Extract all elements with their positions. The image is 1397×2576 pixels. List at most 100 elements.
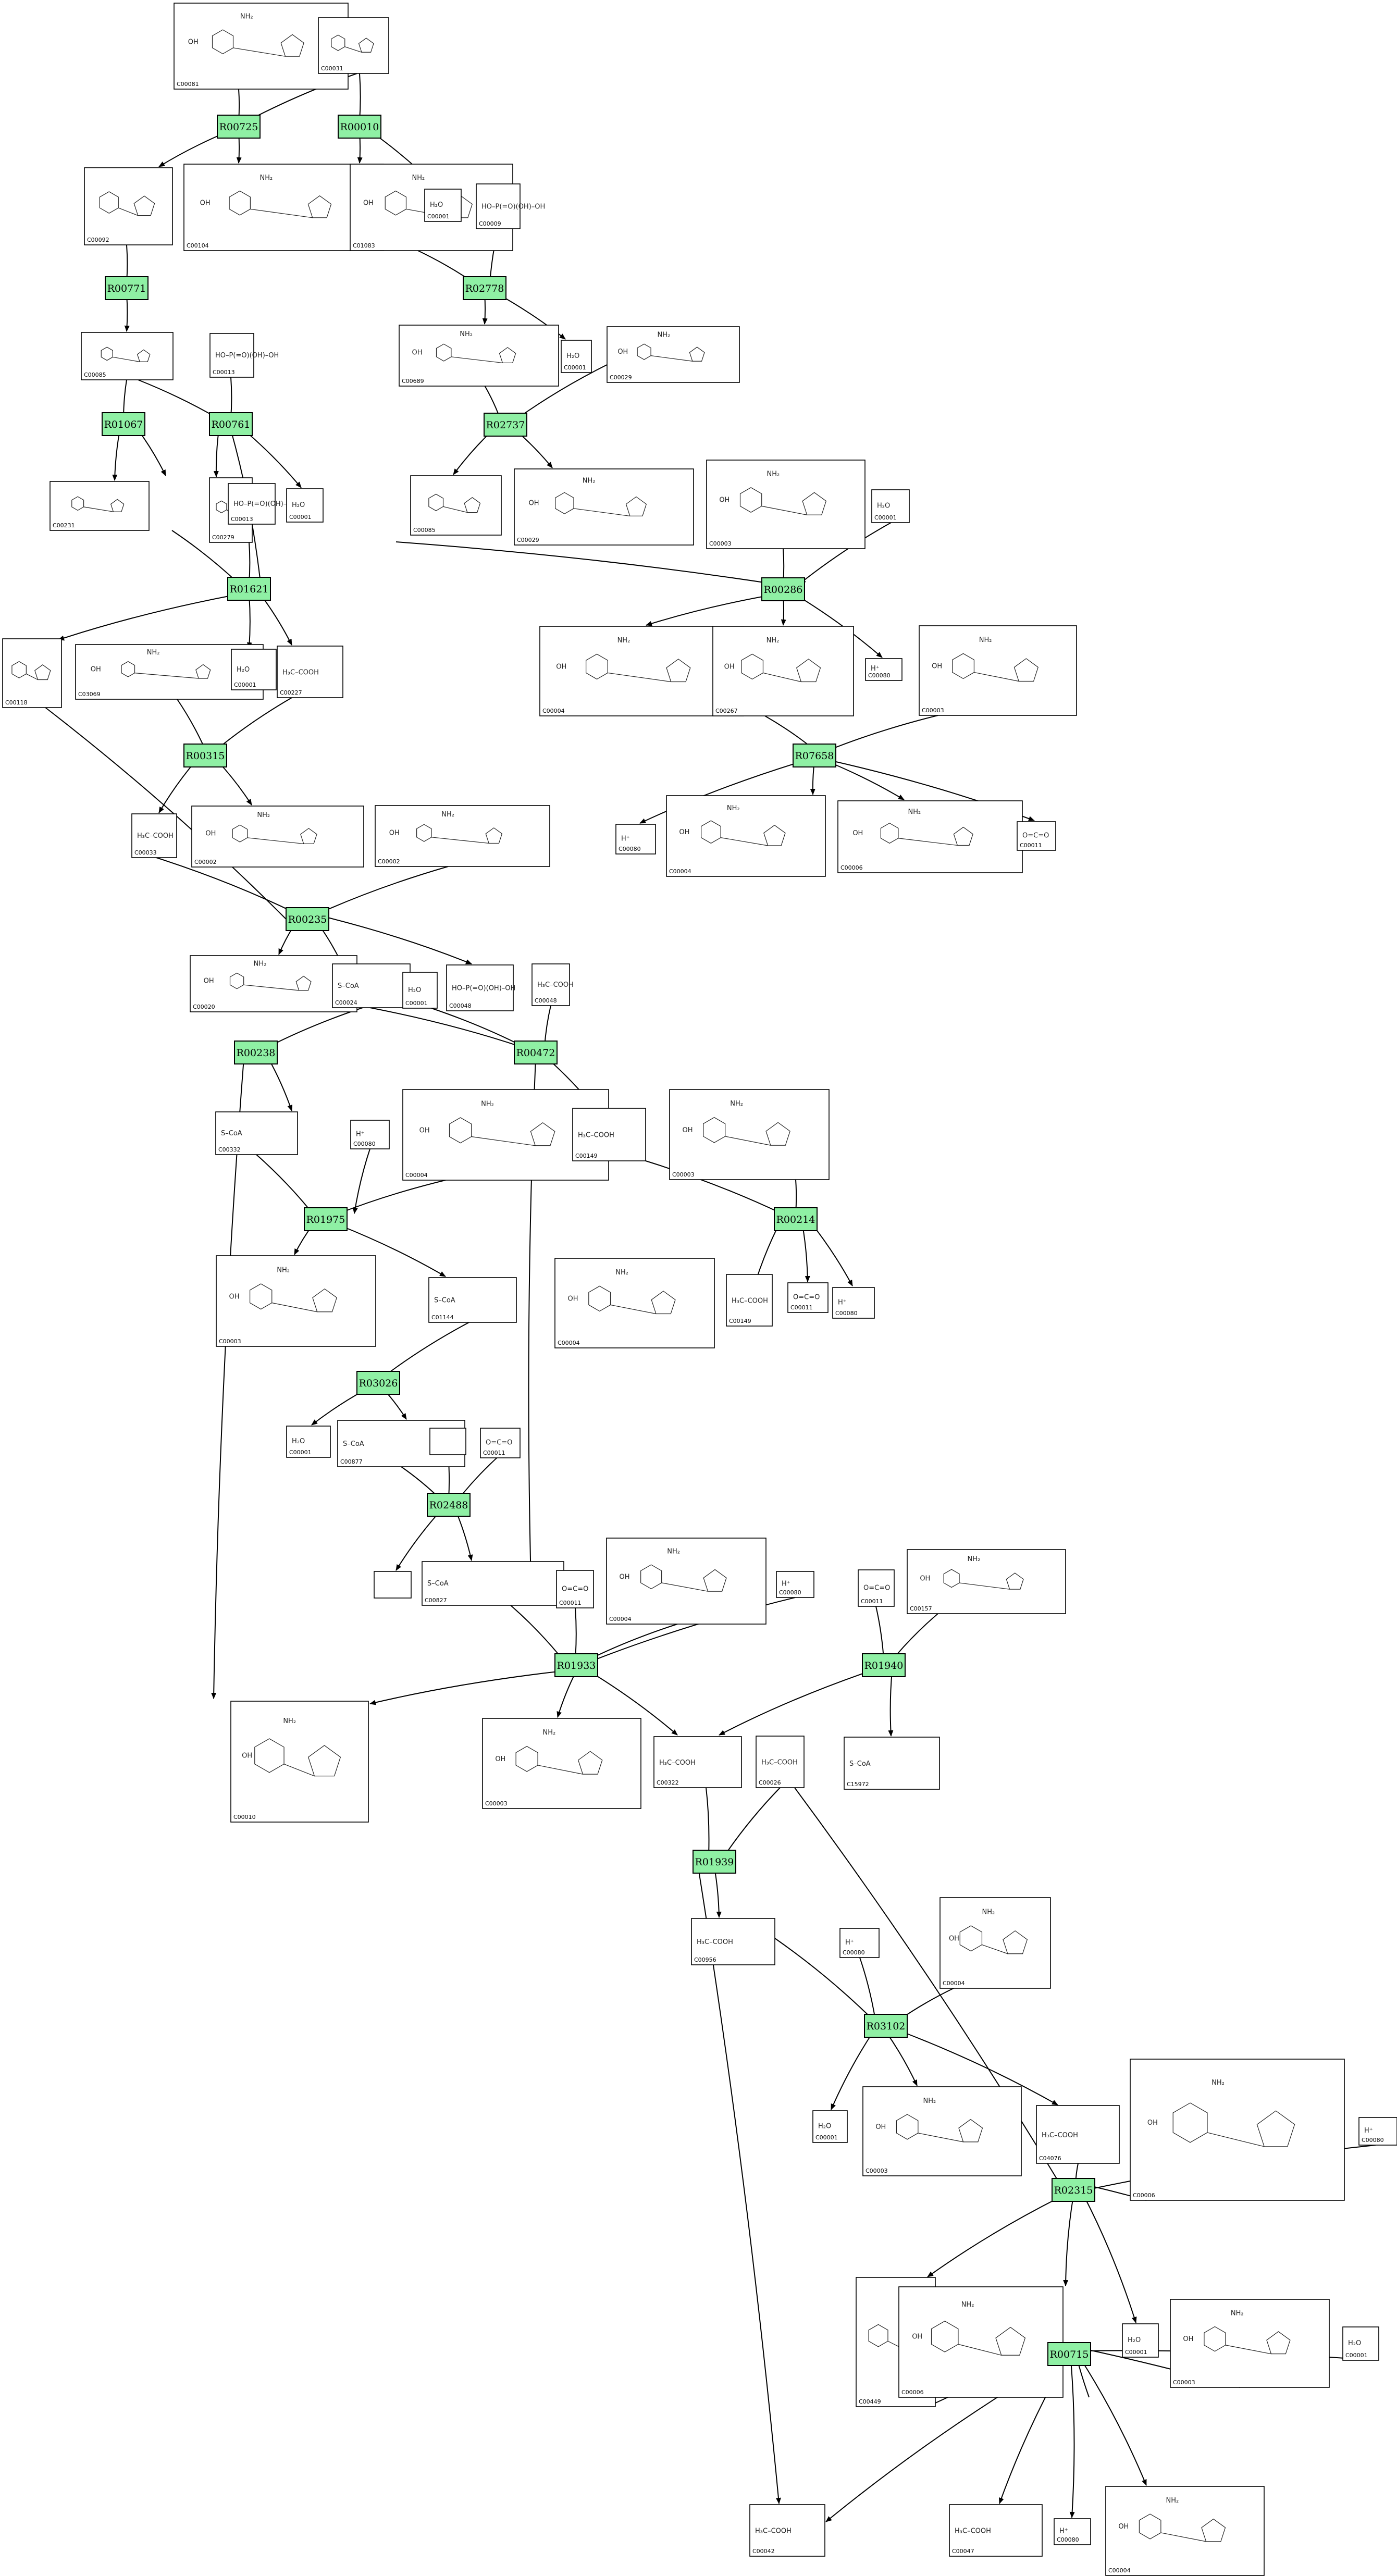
reaction-node[interactable]: R00472 xyxy=(514,1041,558,1064)
compound-node[interactable]: C00085 xyxy=(81,332,174,380)
reaction-node[interactable]: R01940 xyxy=(862,1653,906,1677)
compound-node[interactable]: H⁺C00080 xyxy=(1358,2117,1397,2146)
compound-node[interactable]: H⁺C00080 xyxy=(1054,2518,1091,2545)
compound-node[interactable]: H⁺C00080 xyxy=(832,1287,875,1319)
reaction-node[interactable]: R00010 xyxy=(338,115,381,139)
reaction-node[interactable]: R01621 xyxy=(227,577,271,601)
compound-node[interactable]: H⁺C00080 xyxy=(776,1571,814,1598)
reaction-node[interactable]: R02737 xyxy=(484,413,527,437)
reaction-node[interactable]: R00771 xyxy=(105,276,149,300)
reaction-node[interactable]: R03102 xyxy=(864,2014,908,2038)
compound-node[interactable]: C00085 xyxy=(410,475,502,536)
compound-node[interactable]: C00031 xyxy=(318,17,389,74)
reaction-node[interactable]: R03026 xyxy=(356,1371,400,1395)
reaction-node[interactable]: R01939 xyxy=(693,1850,736,1874)
reaction-node[interactable]: R00715 xyxy=(1047,2342,1091,2366)
reaction-node[interactable]: R01975 xyxy=(304,1207,348,1231)
reaction-node[interactable]: R01933 xyxy=(554,1653,598,1677)
compound-node[interactable]: C00231 xyxy=(50,481,150,531)
compound-node[interactable] xyxy=(429,1428,466,1455)
reaction-node[interactable]: R00725 xyxy=(217,115,261,139)
compound-node[interactable]: C00092 xyxy=(84,167,173,245)
compound-node[interactable]: C00118 xyxy=(2,638,62,708)
reaction-node[interactable]: R02778 xyxy=(463,276,506,300)
compound-node[interactable]: H⁺C00080 xyxy=(865,658,903,681)
reaction-node[interactable]: R00315 xyxy=(183,744,227,767)
reaction-node[interactable]: R00761 xyxy=(209,412,253,436)
compound-node[interactable]: H⁺C00080 xyxy=(839,1928,880,1958)
reaction-node[interactable]: R01067 xyxy=(102,412,145,436)
reaction-node[interactable]: R02315 xyxy=(1052,2178,1095,2202)
reaction-node[interactable]: R00214 xyxy=(774,1207,818,1231)
reaction-node[interactable]: R07658 xyxy=(793,744,836,767)
reaction-node[interactable]: R00286 xyxy=(761,577,805,601)
reaction-node[interactable]: R00238 xyxy=(234,1041,278,1064)
reaction-node[interactable]: R00235 xyxy=(286,907,329,931)
compound-node[interactable] xyxy=(374,1571,412,1599)
compound-node[interactable]: H⁺C00080 xyxy=(350,1120,390,1149)
compound-node[interactable]: H⁺C00080 xyxy=(615,824,656,854)
reaction-node[interactable]: R02488 xyxy=(427,1493,471,1517)
